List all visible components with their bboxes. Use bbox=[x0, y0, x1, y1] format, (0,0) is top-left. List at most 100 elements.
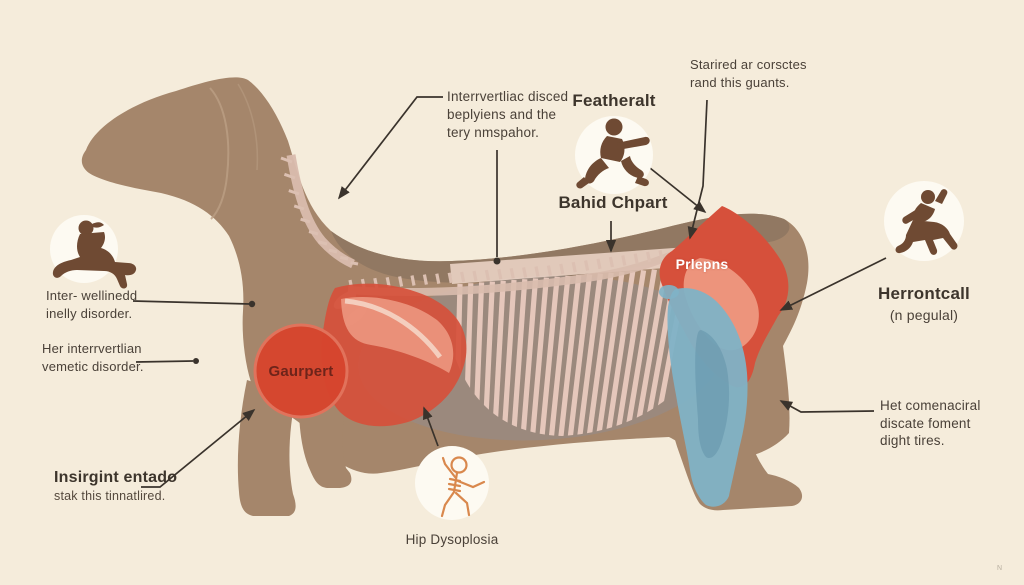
decorative-line bbox=[633, 268, 668, 435]
skeleton-figure-icon bbox=[440, 456, 486, 518]
label-her-intervertlian: Her interrvertlian vemetic disorder. bbox=[42, 340, 144, 376]
decorative-line bbox=[510, 279, 528, 436]
label-starired: Starired ar corsctes rand this guants. bbox=[690, 56, 807, 92]
label-line: discate foment bbox=[880, 415, 971, 431]
running-centaur-icon bbox=[895, 189, 958, 255]
hip-lesion bbox=[659, 206, 789, 507]
decorative-line bbox=[519, 278, 539, 436]
decorative-line bbox=[497, 268, 503, 280]
label-line: dight tires. bbox=[880, 433, 945, 448]
decorative-line bbox=[559, 263, 565, 275]
label-insirgint: Insirgint entado stak this tinnatlired. bbox=[54, 469, 177, 505]
decorative-line bbox=[534, 266, 540, 277]
label-bahid-chpart: Bahid Chpart bbox=[558, 193, 668, 212]
decorative-line bbox=[288, 189, 300, 196]
shoulder-tendon-line bbox=[344, 298, 443, 359]
icon-left bbox=[50, 215, 137, 289]
decorative-line bbox=[646, 251, 652, 263]
decorative-line bbox=[350, 261, 359, 266]
label-line: Interrvertliac disced bbox=[447, 89, 569, 104]
decorative-line bbox=[509, 267, 515, 279]
leader-line bbox=[779, 400, 875, 413]
crouching-figure-icon bbox=[576, 118, 650, 189]
decorative-line bbox=[548, 275, 571, 436]
leader-line bbox=[141, 408, 256, 488]
decorative-line bbox=[596, 258, 602, 270]
decorative-line bbox=[283, 172, 296, 180]
gaurpert-circle bbox=[253, 323, 349, 419]
leader-dot bbox=[493, 257, 501, 265]
decorative-line bbox=[557, 274, 582, 436]
label-het-comenaciral: Het comenaciral discate foment dight tir… bbox=[880, 397, 981, 450]
icon-right bbox=[884, 181, 964, 261]
shoulder-lesion bbox=[253, 283, 467, 427]
leader-line bbox=[132, 300, 251, 305]
decorative-line bbox=[293, 204, 305, 211]
leader-line bbox=[337, 96, 443, 200]
label-line: beplyiens and the bbox=[447, 107, 557, 122]
decorative-line bbox=[595, 271, 625, 436]
label-line: stak this tinnatlired. bbox=[54, 489, 166, 503]
decorative-line bbox=[538, 276, 560, 436]
decorative-line bbox=[584, 260, 590, 271]
decorative-line bbox=[410, 275, 416, 286]
decorative-line bbox=[567, 274, 593, 436]
decorative-line bbox=[614, 269, 647, 436]
decorative-line bbox=[546, 265, 552, 276]
decorative-line bbox=[422, 274, 428, 285]
icon-circle bbox=[415, 446, 489, 520]
label-line: vemetic disorder. bbox=[42, 359, 144, 374]
decorative-line bbox=[633, 253, 639, 265]
leader-line bbox=[135, 360, 194, 363]
spine-blue-bit bbox=[659, 285, 679, 299]
label-line: tery nmspahor. bbox=[447, 125, 540, 140]
decorative-line bbox=[318, 240, 328, 246]
label-intervertebral: Interrvertliac disced beplyiens and the … bbox=[447, 88, 568, 142]
icon-top bbox=[575, 116, 653, 194]
decorative-line bbox=[447, 272, 453, 284]
decorative-line bbox=[300, 217, 311, 224]
label-hip-dysplasia: Hip Dysoplosia bbox=[405, 532, 499, 547]
decorative-line bbox=[280, 156, 293, 164]
decorative-line bbox=[398, 276, 404, 287]
label-line: Starired ar corsctes bbox=[690, 57, 807, 72]
ear-line bbox=[209, 87, 230, 220]
label-herrontcall-sub: (n pegulal) bbox=[889, 307, 959, 323]
decorative-line bbox=[624, 269, 657, 436]
label-herrontcall: Herrontcall bbox=[878, 284, 970, 303]
label-prlepns: Prlepns bbox=[675, 256, 729, 272]
label-line: rand this guants. bbox=[690, 75, 790, 90]
label-line: inelly disorder. bbox=[46, 306, 133, 321]
decorative-line bbox=[608, 256, 614, 268]
label-gaurpert: Gaurpert bbox=[268, 363, 334, 380]
leader-dot bbox=[248, 300, 256, 308]
leader-line bbox=[423, 406, 439, 447]
leader-line bbox=[779, 257, 887, 311]
decorative-line bbox=[500, 279, 517, 436]
decorative-line bbox=[529, 277, 549, 436]
decorative-line bbox=[435, 273, 441, 285]
back-band bbox=[331, 213, 790, 283]
label-line: Insirgint entado bbox=[54, 469, 178, 486]
label-line: Inter- wellinedd bbox=[46, 288, 138, 303]
decorative-line bbox=[576, 273, 603, 436]
decorative-line bbox=[328, 248, 338, 254]
leader-dot bbox=[193, 358, 199, 364]
decorative-line bbox=[621, 255, 627, 266]
label-featheralt: Featheralt bbox=[572, 91, 656, 110]
decorative-line bbox=[586, 272, 614, 436]
decorative-line bbox=[472, 270, 478, 282]
knee-blue-dark bbox=[695, 330, 730, 459]
decorative-line bbox=[308, 230, 319, 236]
label-line: Her interrvertlian bbox=[42, 341, 142, 356]
label-line: Het comenaciral bbox=[880, 398, 981, 413]
label-inter-wellinedd: Inter- wellinedd inelly disorder. bbox=[46, 287, 137, 323]
decorative-line bbox=[339, 255, 349, 261]
shoulder-salmon-streak bbox=[341, 297, 454, 373]
watermark: N bbox=[997, 565, 1004, 572]
leader-line bbox=[649, 167, 707, 214]
icon-bottom bbox=[415, 446, 489, 520]
decorative-line bbox=[522, 267, 528, 278]
